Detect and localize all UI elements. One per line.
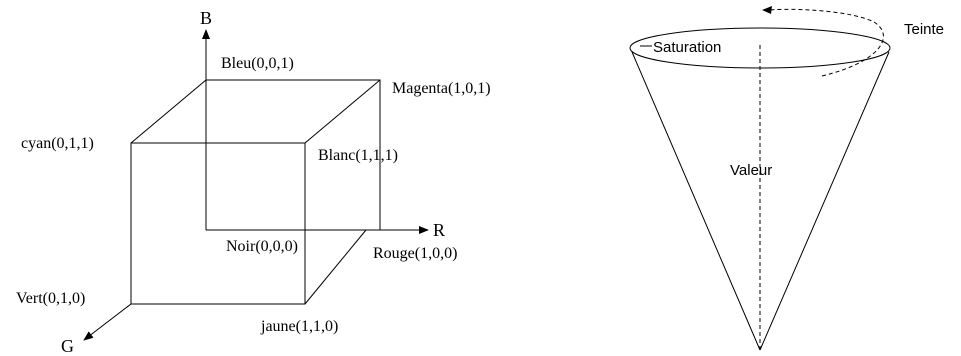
vertex-blanc-label: Blanc(1,1,1) xyxy=(318,147,398,164)
axis-g-line xyxy=(83,303,132,341)
hue-arrowhead xyxy=(762,6,772,14)
valeur-label: Valeur xyxy=(730,162,772,179)
cone-side-right xyxy=(759,51,890,351)
cube-edge-top-right xyxy=(304,79,381,144)
vertex-noir-label: Noir(0,0,0) xyxy=(226,238,298,255)
cone-side-left xyxy=(631,51,761,351)
vertex-jaune-label: jaune(1,1,0) xyxy=(260,318,338,335)
saturation-label: Saturation xyxy=(653,39,721,56)
axis-r-label: R xyxy=(433,220,445,240)
vertex-magenta-label: Magenta(1,0,1) xyxy=(392,80,491,97)
vertex-rouge-label: Rouge(1,0,0) xyxy=(373,245,457,262)
teinte-label: Teinte xyxy=(904,21,944,38)
hsv-cone: Teinte Saturation Valeur xyxy=(629,6,944,351)
axis-g-label: G xyxy=(61,336,74,356)
rgb-cube: B R G Bleu(0,0,1) Magenta(1,0,1) cyan(0,… xyxy=(16,8,491,356)
vertex-cyan-label: cyan(0,1,1) xyxy=(21,135,94,152)
vertex-vert-label: Vert(0,1,0) xyxy=(16,290,85,307)
vertex-bleu-label: Bleu(0,0,1) xyxy=(221,55,294,72)
hue-rotation-arrow xyxy=(769,8,884,77)
cube-front-face xyxy=(130,142,306,305)
axis-b-label: B xyxy=(200,8,212,28)
cube-edge-bottom-right xyxy=(304,229,367,305)
cube-edge-top-left xyxy=(130,79,207,144)
